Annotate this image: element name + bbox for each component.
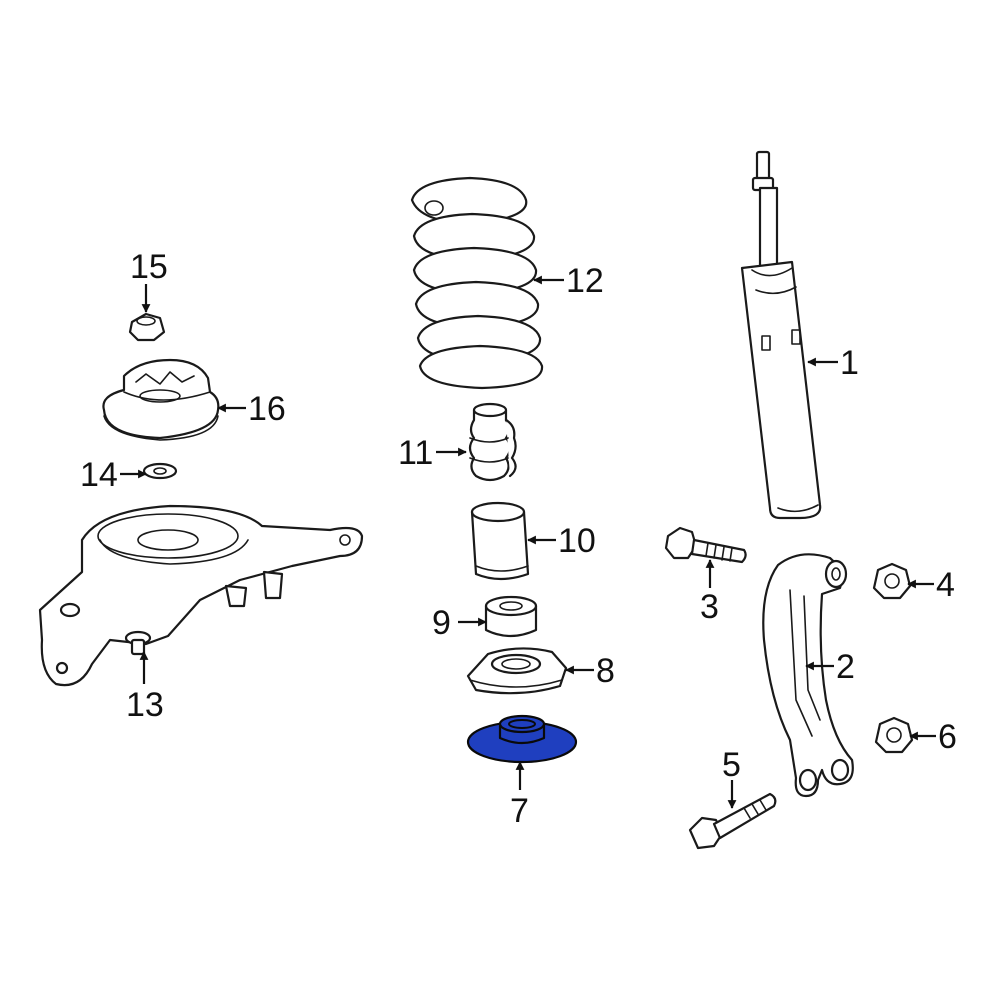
part-3-bolt[interactable] — [664, 526, 747, 564]
callout-6[interactable]: 6 — [938, 718, 957, 756]
callout-1[interactable]: 1 — [840, 344, 859, 382]
part-10-dust-boot[interactable] — [470, 501, 530, 581]
callout-labels: 1 2 3 4 5 6 7 8 9 10 11 12 13 14 15 16 — [80, 248, 957, 830]
callout-11[interactable]: 11 — [398, 434, 433, 472]
part-15-nut[interactable] — [128, 312, 166, 342]
part-16-strut-mount[interactable] — [102, 358, 220, 441]
part-13-knuckle[interactable] — [38, 504, 364, 687]
part-12-coil-spring[interactable] — [410, 176, 544, 390]
part-7-spring-seat[interactable] — [466, 714, 578, 764]
part-11-bump-stop[interactable] — [468, 402, 517, 482]
part-1-shock-absorber[interactable] — [740, 150, 822, 520]
callout-2[interactable]: 2 — [836, 648, 855, 686]
part-5-bolt[interactable] — [688, 792, 777, 850]
part-8-insulator-plate[interactable] — [466, 647, 568, 695]
leader-lines — [120, 275, 936, 809]
callout-16[interactable]: 16 — [248, 390, 286, 428]
callout-5[interactable]: 5 — [722, 746, 741, 784]
part-9-bushing[interactable] — [484, 595, 538, 638]
callout-14[interactable]: 14 — [80, 456, 118, 494]
callout-15[interactable]: 15 — [130, 248, 168, 286]
callout-13[interactable]: 13 — [126, 686, 164, 724]
callout-4[interactable]: 4 — [936, 566, 955, 604]
callout-8[interactable]: 8 — [596, 652, 615, 690]
part-14-washer[interactable] — [142, 462, 178, 480]
callout-10[interactable]: 10 — [558, 522, 596, 560]
callout-9[interactable]: 9 — [432, 604, 451, 642]
callout-12[interactable]: 12 — [566, 262, 604, 300]
part-6-nut[interactable] — [874, 716, 914, 754]
callout-7[interactable]: 7 — [510, 792, 529, 830]
part-4-nut[interactable] — [872, 562, 912, 600]
part-2-control-arm[interactable] — [762, 553, 854, 798]
callout-3[interactable]: 3 — [700, 588, 719, 626]
